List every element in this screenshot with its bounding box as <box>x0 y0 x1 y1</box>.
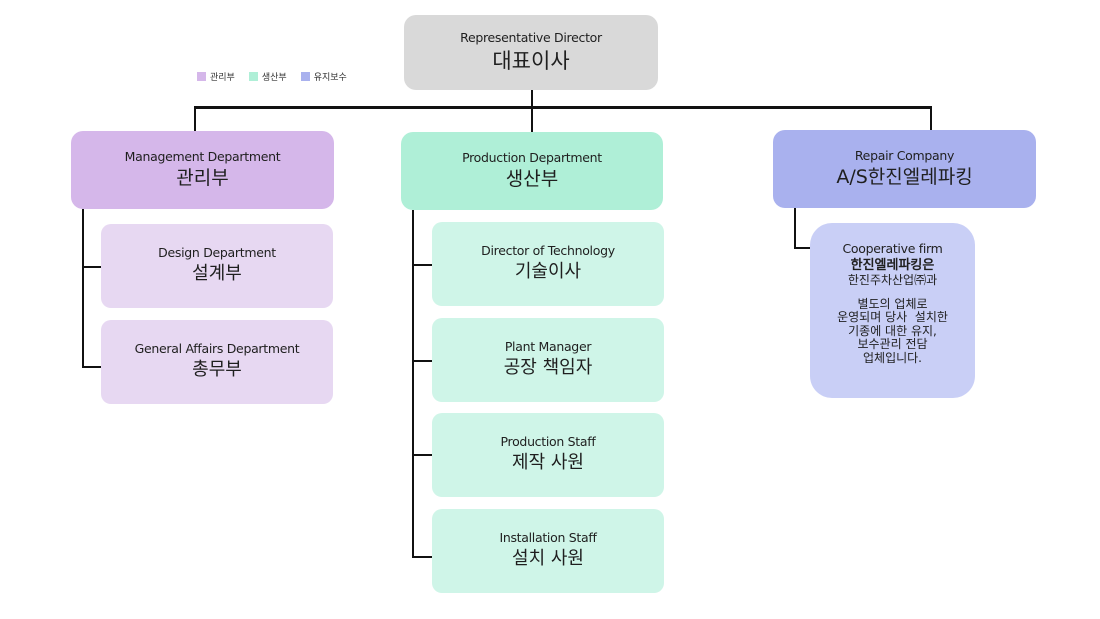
node-repair-company: Repair Company A/S한진엘레파킹 <box>773 130 1036 208</box>
connector-top-vertical <box>531 90 533 107</box>
node-en-label: Design Department <box>158 245 276 260</box>
node-design-department: Design Department 설계부 <box>101 224 333 308</box>
node-cooperative-firm: Cooperative firm 한진엘레파킹은 한진주차산업㈜과 별도의 업체… <box>810 223 975 398</box>
legend-item-management: 관리부 <box>197 70 235 83</box>
node-en-label: Management Department <box>124 149 281 164</box>
cooperative-line-2: 별도의 업체로 <box>857 296 928 311</box>
legend-label-maintenance: 유지보수 <box>313 73 347 83</box>
legend-item-maintenance: 유지보수 <box>300 70 347 83</box>
legend: 관리부 생산부 유지보수 <box>197 70 361 83</box>
management-branch-general-affairs <box>82 366 101 368</box>
node-installation-staff: Installation Staff 설치 사원 <box>432 509 664 593</box>
management-branch-vertical <box>82 209 84 367</box>
node-management-department: Management Department 관리부 <box>71 131 334 209</box>
node-en-label: Director of Technology <box>481 243 615 258</box>
cooperative-line-1: 한진주차산업㈜과 <box>847 273 938 287</box>
node-en-label: Installation Staff <box>499 530 597 545</box>
node-director-of-technology: Director of Technology 기술이사 <box>432 222 664 306</box>
node-ko-label: 총무부 <box>192 359 242 380</box>
legend-item-production: 생산부 <box>248 70 287 83</box>
node-en-label: Cooperative firm <box>842 241 943 256</box>
production-branch-vertical <box>412 210 414 558</box>
node-production-department: Production Department 생산부 <box>401 132 663 210</box>
node-ko-label: 관리부 <box>176 167 229 189</box>
connector-to-repair <box>930 106 932 130</box>
node-ko-label: 설계부 <box>192 263 242 284</box>
cooperative-title: 한진엘레파킹은 <box>850 258 935 273</box>
legend-swatch-maintenance <box>300 72 310 81</box>
node-ko-label: 설치 사원 <box>512 548 584 569</box>
node-en-label: Production Staff <box>500 434 596 449</box>
management-branch-design <box>82 266 101 268</box>
connector-to-production <box>531 106 533 132</box>
legend-swatch-management <box>197 72 206 81</box>
node-ko-label: 공장 책임자 <box>503 357 593 378</box>
connector-horizontal-bus <box>194 106 932 109</box>
legend-label-production: 생산부 <box>261 73 287 83</box>
node-general-affairs-department: General Affairs Department 총무부 <box>101 320 333 404</box>
node-en-label: Production Department <box>462 150 602 165</box>
node-en-label: Representative Director <box>460 29 602 45</box>
node-en-label: Plant Manager <box>504 339 592 354</box>
node-en-label: Repair Company <box>854 148 955 163</box>
node-production-staff: Production Staff 제작 사원 <box>432 413 664 497</box>
production-branch-technology <box>412 264 432 266</box>
legend-label-management: 관리부 <box>210 73 235 83</box>
node-ko-label: 생산부 <box>505 168 559 190</box>
repair-branch-cooperative <box>794 247 812 249</box>
node-plant-manager: Plant Manager 공장 책임자 <box>432 318 664 402</box>
node-ko-label: A/S한진엘레파킹 <box>836 166 973 188</box>
node-representative-director: Representative Director 대표이사 <box>404 15 658 90</box>
repair-branch-vertical <box>794 208 796 249</box>
node-ko-label: 제작 사원 <box>512 452 584 473</box>
connector-to-management <box>194 106 196 131</box>
production-branch-installation-staff <box>412 556 432 558</box>
node-en-label: General Affairs Department <box>134 341 300 356</box>
node-ko-label: 대표이사 <box>492 48 570 73</box>
production-branch-production-staff <box>412 454 432 456</box>
cooperative-line-6: 업체입니다. <box>862 350 922 365</box>
node-ko-label: 기술이사 <box>514 261 582 282</box>
cooperative-line-3: 운영되며 당사 설치한 <box>837 310 948 324</box>
cooperative-line-5: 보수관리 전담 <box>857 337 928 351</box>
legend-swatch-production <box>248 72 258 81</box>
cooperative-line-4: 기종에 대한 유지, <box>848 323 937 338</box>
production-branch-plant <box>412 360 432 362</box>
